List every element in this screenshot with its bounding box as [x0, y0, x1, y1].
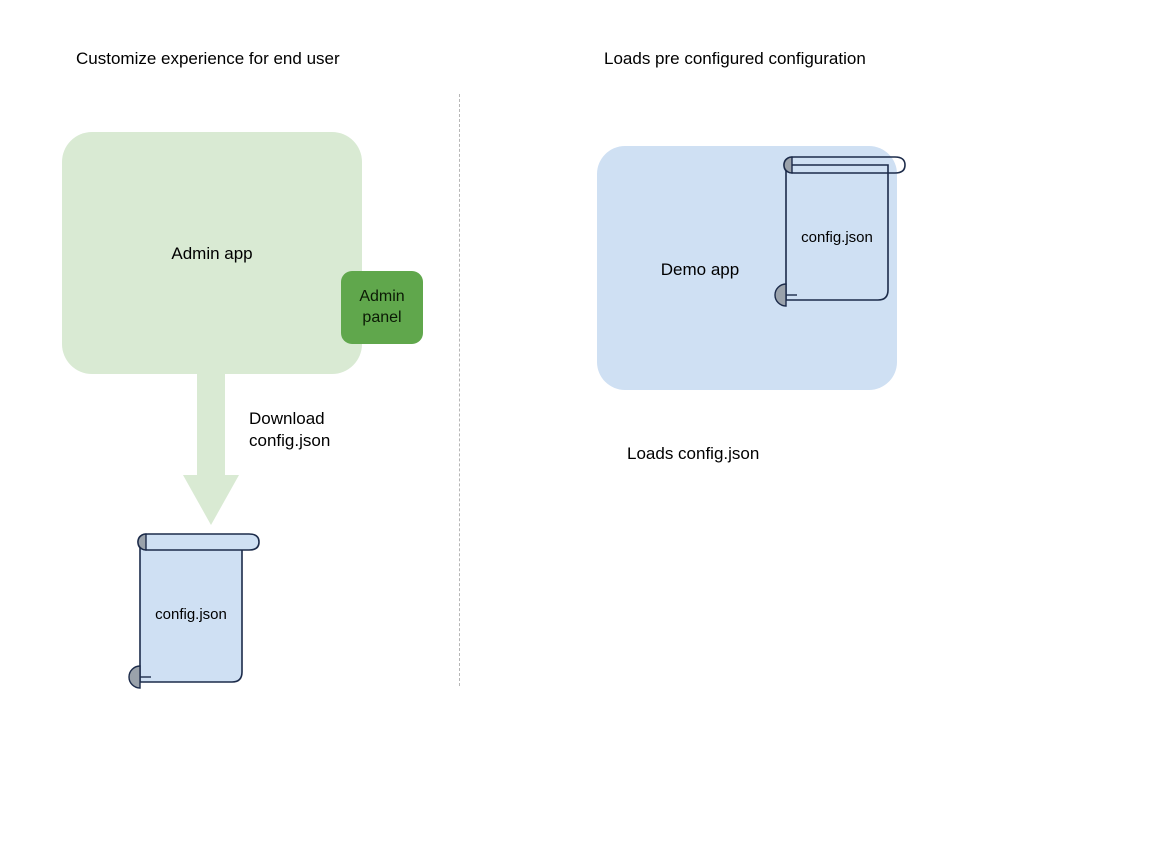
config-json-file-right-label: config.json [801, 229, 873, 246]
config-json-file-left[interactable]: config.json [118, 526, 268, 692]
loads-config-label: Loads config.json [627, 444, 760, 463]
demo-app-label: Demo app [660, 260, 740, 279]
download-arrow-label: Download config.json [249, 408, 330, 452]
admin-app-label: Admin app [171, 244, 253, 263]
admin-panel-label-line2: panel [362, 309, 402, 326]
demo-app-box[interactable] [597, 146, 897, 390]
download-arrow-label-line1: Download [249, 409, 325, 428]
download-arrow-icon [183, 370, 239, 525]
admin-panel-box[interactable]: Admin panel [341, 271, 423, 344]
config-json-file-right[interactable]: config.json [768, 150, 914, 310]
download-arrow-label-line2: config.json [249, 431, 331, 450]
right-column-title: Loads pre configured configuration [604, 49, 866, 68]
column-divider [459, 94, 460, 686]
admin-app-box[interactable]: Admin panel [62, 132, 423, 374]
left-column-title: Customize experience for end user [76, 49, 340, 68]
config-json-file-left-label: config.json [155, 606, 227, 623]
admin-panel-label-line1: Admin [359, 288, 405, 305]
admin-panel-label: Admin panel [341, 286, 423, 328]
